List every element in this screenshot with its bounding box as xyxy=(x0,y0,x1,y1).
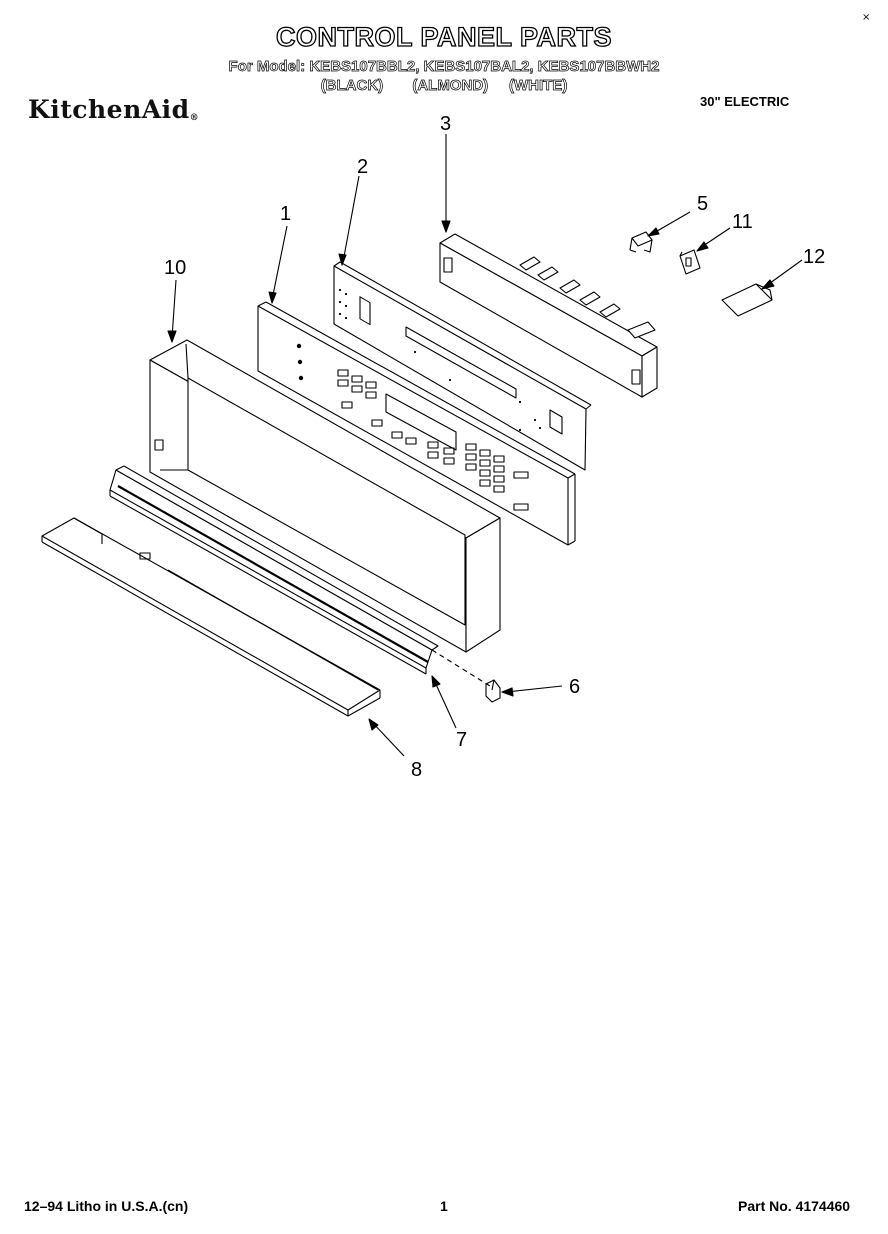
part-5-clip xyxy=(629,231,653,253)
callout-1: 1 xyxy=(280,203,291,225)
brand-mark: ® xyxy=(189,113,200,123)
footer-page-number: 1 xyxy=(440,1198,448,1214)
part-3-control-module xyxy=(439,233,658,398)
callout-7: 7 xyxy=(456,729,467,751)
part-11-bracket xyxy=(679,249,701,275)
callout-11: 11 xyxy=(732,211,753,233)
model-line: For Model: KEBS107BBL2, KEBS107BAL2, KEB… xyxy=(228,58,660,76)
part-10-panel-frame xyxy=(149,339,501,653)
callout-3: 3 xyxy=(440,113,451,135)
part-2-control-board xyxy=(333,261,592,471)
callout-5: 5 xyxy=(697,193,708,215)
part-6-end-cap xyxy=(485,679,501,703)
part-7-trim-strip xyxy=(109,465,439,675)
spec-label: 30" ELECTRIC xyxy=(700,94,790,109)
callout-labels: 1 2 3 5 6 7 8 10 11 12 xyxy=(164,113,825,781)
footer-print-info: 12–94 Litho in U.S.A.(cn) xyxy=(24,1198,189,1214)
leader-lines xyxy=(167,134,803,757)
part-1-control-panel-face xyxy=(257,301,576,546)
part-12-shield xyxy=(721,283,773,317)
color-line: (BLACK) (ALMOND) (WHITE) xyxy=(320,77,568,95)
page-title: CONTROL PANEL PARTS xyxy=(275,21,613,52)
callout-10: 10 xyxy=(164,257,186,279)
assembly-guide-line xyxy=(431,649,491,687)
corner-mark: × xyxy=(862,12,871,23)
footer-part-number: Part No. 4174460 xyxy=(738,1198,851,1214)
callout-2: 2 xyxy=(357,156,368,178)
part-8-lower-trim xyxy=(41,517,381,717)
callout-6: 6 xyxy=(569,676,580,698)
brand-name: KitchenAid xyxy=(28,95,190,124)
model-info: For Model: KEBS107BBL2, KEBS107BAL2, KEB… xyxy=(0,57,888,95)
callout-12: 12 xyxy=(803,246,825,268)
brand-logo: KitchenAid® xyxy=(28,95,199,124)
callout-8: 8 xyxy=(411,759,422,781)
